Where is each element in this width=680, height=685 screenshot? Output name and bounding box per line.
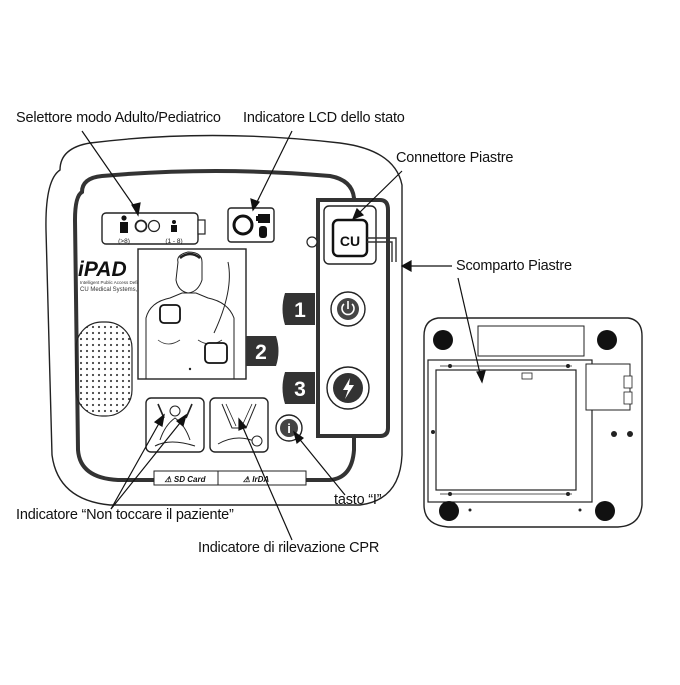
leader-mode-selector <box>81 130 139 213</box>
device-front-view: CU (>8) (1 - 8) <box>45 134 403 506</box>
svg-text:1: 1 <box>294 299 306 322</box>
label-cpr-detection: Indicatore di rilevazione CPR <box>198 540 380 556</box>
power-icon <box>341 301 355 316</box>
info-icon: i <box>287 421 291 436</box>
callout-lines <box>81 130 486 541</box>
selector-position-adult <box>134 219 148 233</box>
svg-text:2: 2 <box>255 341 267 364</box>
lcd-status-indicator <box>227 207 275 243</box>
leader-compartment-back <box>457 277 482 379</box>
rubber-foot-top-left <box>433 330 453 350</box>
pad-upper-right <box>159 304 181 324</box>
label-pad-compartment: Scomparto Piastre <box>456 258 572 274</box>
sd-card-label: ⚠ SD Card <box>165 475 207 484</box>
label-lcd-status: Indicatore LCD dello stato <box>243 110 405 126</box>
child-icon <box>171 220 177 232</box>
speaker-grille <box>75 321 133 417</box>
svg-text:3: 3 <box>294 378 306 401</box>
label-no-touch: Indicatore “Non toccare il paziente” <box>16 507 234 523</box>
leader-no-touch-left <box>110 417 163 510</box>
lightning-icon <box>343 378 354 399</box>
pad-status-icon <box>259 226 267 238</box>
pad-cable <box>367 237 397 262</box>
brand-logo: iPAD <box>78 258 127 281</box>
rubber-foot-bottom-left <box>439 501 459 521</box>
connector-logo: CU <box>340 233 360 249</box>
adult-icon <box>120 215 128 233</box>
adult-range-label: (>8) <box>118 238 130 245</box>
leader-lcd <box>254 130 293 207</box>
port-strip: ⚠ SD Card ⚠ IrDA <box>153 470 307 486</box>
power-button[interactable] <box>330 291 366 327</box>
step-badge-2: 2 <box>246 336 279 366</box>
back-handle-recess <box>477 325 585 357</box>
step-badge-3: 3 <box>282 372 315 404</box>
selector-position-child <box>147 219 161 233</box>
step-badge-1: 1 <box>282 293 315 325</box>
battery-icon <box>256 214 270 223</box>
brand-subtitle: Intelligent Public Access Defibrillator <box>80 280 153 285</box>
rubber-foot-bottom-right <box>595 501 615 521</box>
label-i-button: tasto “I” <box>334 492 382 508</box>
brand-company: CU Medical Systems, Inc. <box>80 287 149 293</box>
status-led <box>306 236 318 248</box>
label-mode-selector: Selettore modo Adulto/Pediatrico <box>16 110 221 126</box>
rubber-foot-top-right <box>597 330 617 350</box>
irda-label: ⚠ IrDA <box>243 475 270 484</box>
shock-button[interactable] <box>326 366 370 410</box>
label-pad-connector: Connettore Piastre <box>396 150 514 166</box>
leader-no-touch-right <box>110 417 185 510</box>
pad-compartment[interactable] <box>435 369 577 491</box>
no-touch-indicator <box>145 397 205 453</box>
child-range-label: (1 - 8) <box>165 238 182 245</box>
leader-i-button <box>296 435 346 496</box>
leader-cpr <box>240 422 293 541</box>
device-back-view <box>423 317 643 528</box>
pad-placement-diagram <box>137 248 247 380</box>
mode-selector-switch[interactable]: (>8) (1 - 8) <box>101 212 206 245</box>
leader-connector <box>355 170 403 217</box>
pad-lower-left <box>204 342 228 364</box>
